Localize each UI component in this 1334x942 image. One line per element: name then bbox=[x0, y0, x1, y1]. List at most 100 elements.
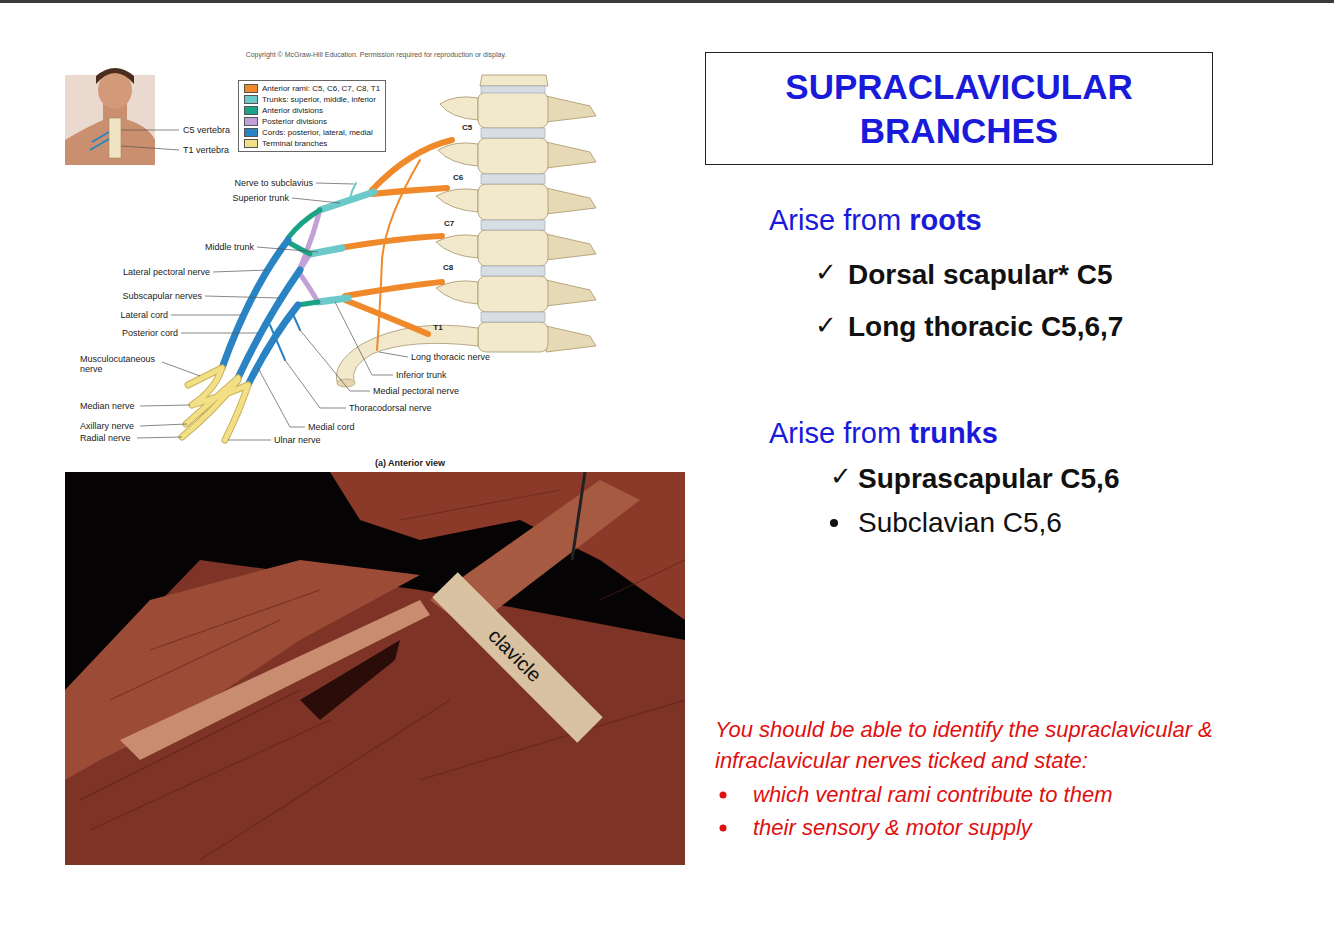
vertebral-body bbox=[478, 230, 548, 266]
spinous-process bbox=[546, 96, 596, 122]
disc bbox=[481, 128, 545, 138]
vertebral-bodies bbox=[478, 92, 548, 352]
nerve-label: Thoracodorsal nerve bbox=[349, 403, 432, 413]
nerve-label: Ulnar nerve bbox=[274, 435, 321, 445]
nerve-label: Musculocutaneous nerve bbox=[80, 354, 160, 375]
discs bbox=[481, 86, 545, 322]
transverse-processes bbox=[436, 97, 478, 304]
top-rule bbox=[0, 0, 1334, 3]
title-box: SUPRACLAVICULAR BRANCHES bbox=[705, 52, 1213, 165]
nerve-label: Lateral cord bbox=[120, 310, 168, 320]
legend-swatch bbox=[244, 95, 258, 104]
anterior-divisions bbox=[288, 210, 320, 305]
transverse-process bbox=[440, 97, 478, 120]
terminal-branches bbox=[182, 368, 248, 440]
legend-row: Anterior divisions bbox=[244, 105, 380, 116]
legend-row: Posterior divisions bbox=[244, 116, 380, 127]
nerve-label: Subscapular nerves bbox=[122, 291, 202, 301]
tendon bbox=[120, 600, 430, 760]
leader-line bbox=[137, 183, 408, 440]
vertebral-body bbox=[478, 184, 548, 220]
terminal-branches-outline bbox=[182, 368, 248, 440]
photo-ground bbox=[65, 472, 685, 865]
nerve-label: Medial cord bbox=[308, 422, 355, 432]
nerve-label: Axillary nerve bbox=[80, 421, 134, 431]
legend-text: Terminal branches bbox=[262, 140, 327, 148]
transverse-process bbox=[438, 143, 478, 166]
probe bbox=[572, 472, 585, 560]
legend-row: Terminal branches bbox=[244, 138, 380, 149]
heading-text: Arise from bbox=[769, 204, 901, 237]
disc bbox=[481, 174, 545, 184]
check-mark: ✓ bbox=[815, 258, 837, 288]
instruction-item: their sensory & motor supply bbox=[753, 815, 1032, 840]
vertebral-body bbox=[478, 322, 548, 352]
disc bbox=[481, 312, 545, 322]
legend-swatch bbox=[244, 84, 258, 93]
cord-branches bbox=[268, 258, 300, 360]
legend-row: Cords: posterior, lateral, medial bbox=[244, 127, 380, 138]
bullet bbox=[720, 792, 727, 799]
spinous-process bbox=[546, 188, 596, 214]
root-number: C7 bbox=[444, 219, 454, 228]
nerve-to-subclavius bbox=[350, 183, 356, 198]
disc bbox=[481, 266, 545, 276]
thumbnail-hair bbox=[96, 68, 134, 84]
spinous-process bbox=[546, 142, 596, 168]
thumbnail-shoulders bbox=[65, 118, 155, 165]
cleft bbox=[300, 640, 400, 720]
bullet bbox=[720, 825, 727, 832]
bullet bbox=[830, 519, 838, 527]
dissection-photo bbox=[65, 472, 685, 865]
check-mark: ✓ bbox=[815, 311, 837, 341]
legend-row: Trunks: superior, middle, inferior bbox=[244, 94, 380, 105]
thumbnail-spine bbox=[109, 118, 121, 158]
spinous-process bbox=[546, 326, 596, 352]
root-number: C8 bbox=[443, 263, 453, 272]
anterior-rami bbox=[340, 140, 452, 334]
vertebral-body bbox=[478, 276, 548, 312]
check-mark: ✓ bbox=[830, 462, 852, 492]
nerve-item: Long thoracic C5,6,7 bbox=[848, 311, 1123, 343]
disc bbox=[481, 86, 545, 93]
instruction-note: You should be able to identify the supra… bbox=[715, 715, 1255, 777]
nerve-label: Inferior trunk bbox=[396, 370, 447, 380]
nerve-item: Dorsal scapular* C5 bbox=[848, 259, 1113, 291]
cords bbox=[222, 240, 300, 385]
clavicle-bone bbox=[432, 572, 602, 742]
vertebra-label: C5 vertebra bbox=[183, 125, 230, 135]
legend-swatch bbox=[244, 139, 258, 148]
legend-text: Anterior rami: C5, C6, C7, C8, T1 bbox=[262, 85, 380, 93]
root-number: C5 bbox=[462, 123, 472, 132]
spinous-process bbox=[546, 234, 596, 260]
nerve-item: Subclavian C5,6 bbox=[858, 507, 1062, 539]
legend-swatch bbox=[244, 117, 258, 126]
nerve-label: Long thoracic nerve bbox=[411, 352, 490, 362]
legend-text: Trunks: superior, middle, inferior bbox=[262, 96, 376, 104]
heading-text: Arise from bbox=[769, 417, 901, 450]
legend-box: Anterior rami: C5, C6, C7, C8, T1 Trunks:… bbox=[238, 80, 386, 152]
vertebra-label: T1 vertebra bbox=[183, 145, 229, 155]
nerve-label: Superior trunk bbox=[232, 193, 289, 203]
spinous-process bbox=[546, 280, 596, 306]
muscle-fibres bbox=[80, 490, 685, 860]
legend-text: Anterior divisions bbox=[262, 107, 323, 115]
nerve-label: Nerve to subclavius bbox=[234, 178, 313, 188]
chest-muscle bbox=[65, 560, 685, 865]
nerve-label: Middle trunk bbox=[205, 242, 254, 252]
legend-row: Anterior rami: C5, C6, C7, C8, T1 bbox=[244, 83, 380, 94]
vertebra bbox=[480, 75, 548, 86]
vertebral-body bbox=[478, 92, 548, 128]
heading-keyword: trunks bbox=[909, 417, 998, 450]
leader-line bbox=[121, 130, 179, 150]
legend-swatch bbox=[244, 106, 258, 115]
thumbnail-plexus bbox=[90, 132, 109, 150]
nerve-label: Median nerve bbox=[80, 401, 135, 411]
copyright-note: Copyright © McGraw-Hill Education. Permi… bbox=[246, 51, 507, 59]
transverse-process bbox=[436, 189, 478, 212]
root-number: C6 bbox=[453, 173, 463, 182]
nerve-label: Lateral pectoral nerve bbox=[123, 267, 210, 277]
spinous-processes bbox=[546, 96, 596, 352]
vertebral-body bbox=[478, 138, 548, 174]
